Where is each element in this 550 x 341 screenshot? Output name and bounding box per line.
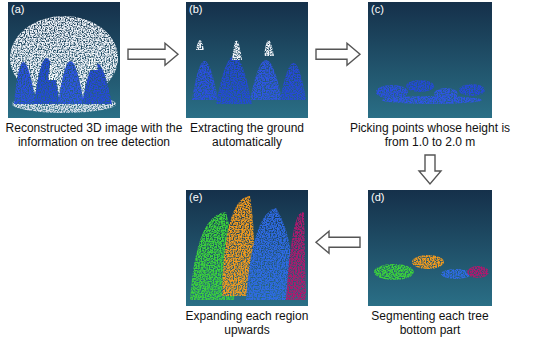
panel-letter: (b) [189,3,202,16]
panel-letter: (d) [371,191,384,204]
block-arrow [316,43,360,65]
image-panel: (b)Extracting the ground automatically [186,2,308,118]
image-panel: (a)Reconstructed 3D image with the infor… [8,2,120,118]
step-caption: Segmenting each tree bottom part [364,310,496,337]
panel-ground [368,190,492,306]
block-arrow [419,155,441,184]
panel-ground [8,2,120,118]
panel-letter: (c) [371,3,384,16]
step-caption: Picking points whose height is from 1.0 … [349,122,511,149]
panel-letter: (a) [11,3,24,16]
panel-letter: (e) [189,191,202,204]
step-caption: Reconstructed 3D image with the informat… [2,122,186,149]
image-panel: (e)Expanding each region upwards [186,190,308,306]
panel-ground [186,2,308,118]
panel-ground [186,190,308,306]
step-caption: Extracting the ground automatically [182,122,312,149]
block-arrow [128,43,178,65]
panel-ground [368,2,492,118]
image-panel: (d)Segmenting each tree bottom part [368,190,492,306]
step-caption: Expanding each region upwards [180,310,314,337]
block-arrow [316,231,360,253]
image-panel: (c)Picking points whose height is from 1… [368,2,492,118]
